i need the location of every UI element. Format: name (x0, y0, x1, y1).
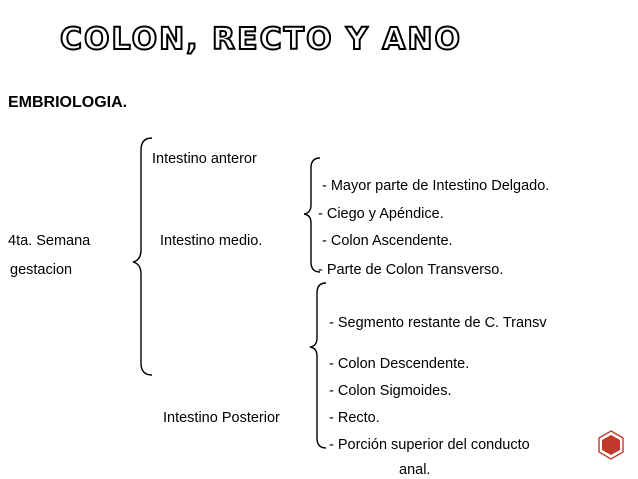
medio-item: - Colon Ascendente. (322, 233, 453, 249)
posterior-item: - Segmento restante de C. Transv (329, 315, 547, 331)
posterior-item: - Colon Sigmoides. (329, 383, 452, 399)
posterior-item: - Porción superior del conducto (329, 437, 530, 453)
segment-medio: Intestino medio. (160, 233, 263, 249)
segment-posterior: Intestino Posterior (163, 410, 280, 426)
left-brace (132, 137, 153, 376)
posterior-brace (309, 282, 327, 449)
segment-anterior: Intestino anteror (152, 151, 257, 167)
decorative-hexagon-icon (598, 430, 624, 460)
posterior-item: anal. (399, 462, 431, 478)
posterior-item: - Recto. (329, 410, 380, 426)
medio-brace (303, 157, 321, 273)
slide-title: COLON, RECTO Y ANO (59, 21, 463, 58)
gestation-label: gestacion (10, 262, 73, 278)
medio-item: - Mayor parte de Intestino Delgado. (322, 178, 550, 194)
medio-item: - Ciego y Apéndice. (318, 206, 444, 222)
section-heading: EMBRIOLOGIA. (8, 94, 128, 111)
week-label: 4ta. Semana (8, 233, 91, 249)
medio-item: - Parte de Colon Transverso. (318, 262, 504, 278)
posterior-item: - Colon Descendente. (329, 356, 470, 372)
